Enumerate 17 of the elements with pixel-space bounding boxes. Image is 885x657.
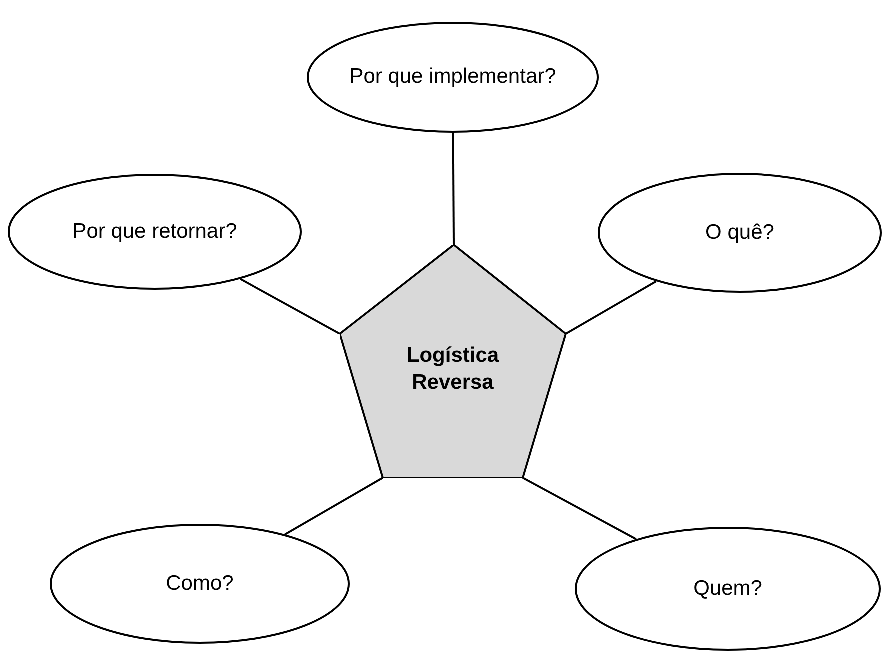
- node-label: Por que implementar?: [348, 64, 558, 90]
- connector-line: [240, 278, 340, 335]
- node-label: Logística Reversa: [406, 343, 500, 396]
- ellipse-node: [598, 173, 882, 293]
- ellipse-node: [8, 174, 302, 290]
- node-label: Por que retornar?: [72, 218, 238, 245]
- connector-line: [452, 133, 455, 245]
- ellipse-node: [50, 524, 350, 644]
- pentagon-node: [340, 245, 566, 478]
- node-label: Como?: [165, 570, 235, 597]
- node-label: O quê?: [704, 220, 776, 246]
- ellipse-node: [575, 527, 881, 651]
- node-label: Quem?: [692, 576, 764, 602]
- connector-line: [284, 477, 384, 536]
- connector-line: [522, 477, 637, 540]
- ellipse-node: [307, 22, 599, 133]
- connector-line: [566, 280, 657, 335]
